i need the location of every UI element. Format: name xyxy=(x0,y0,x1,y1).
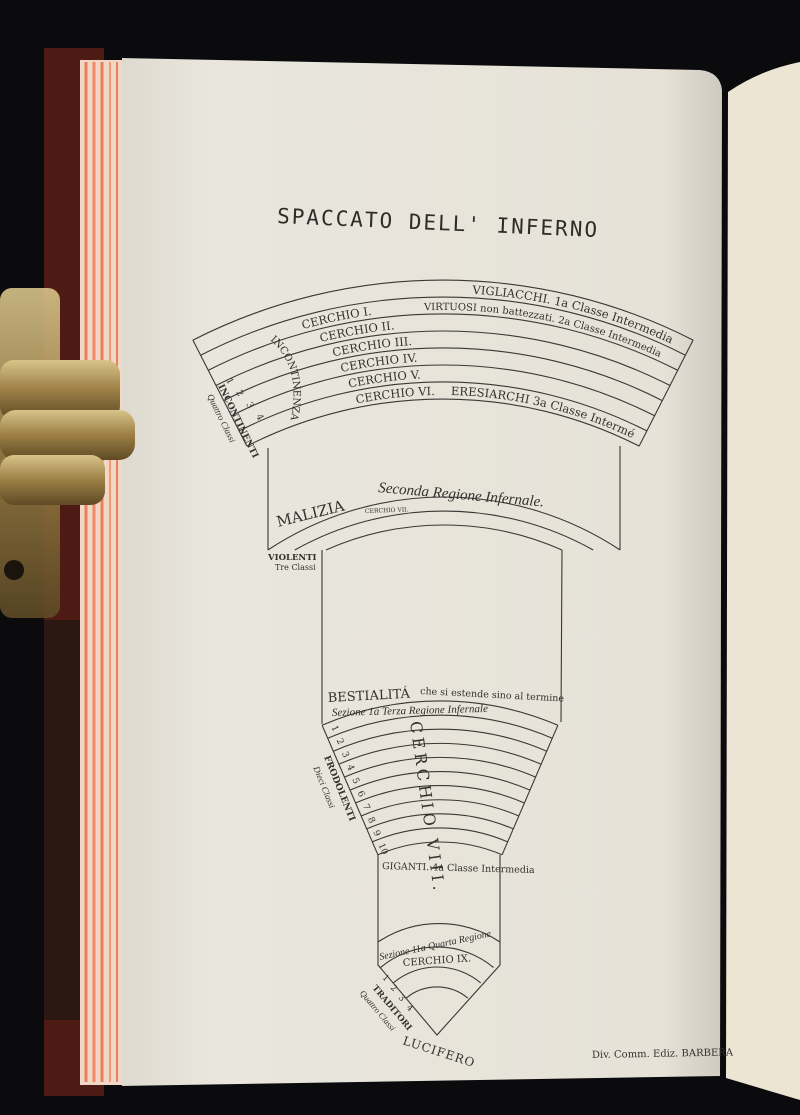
imprint: Div. Comm. Ediz. BARBERA xyxy=(592,1048,734,1061)
terza-regione-label: Sezione 1a Terza Regione Infernale xyxy=(332,703,488,719)
svg-text:1: 1 xyxy=(380,973,391,984)
circle-arc xyxy=(405,986,469,999)
circle-arc xyxy=(349,771,531,791)
facing-page xyxy=(726,62,800,1100)
circle-arc xyxy=(377,841,503,856)
circle-arc xyxy=(360,799,520,817)
ring-number: 2 xyxy=(334,737,345,746)
svg-text:2: 2 xyxy=(233,389,245,399)
upper-hell-fan xyxy=(192,279,694,447)
svg-text:4: 4 xyxy=(253,413,265,423)
ring-number: 4 xyxy=(344,763,356,773)
circle-arc xyxy=(338,742,542,765)
circle-arc xyxy=(366,813,514,830)
bestialita-label: BESTIALITÁ xyxy=(327,686,411,706)
circle-arc xyxy=(215,330,671,386)
ring-number: 10 xyxy=(376,842,390,857)
circle-arc xyxy=(355,785,525,804)
circle-arc xyxy=(327,714,553,739)
circle-arc xyxy=(333,728,547,752)
circle-arc xyxy=(267,496,621,551)
circle-arc xyxy=(238,381,648,432)
circle-arc xyxy=(321,700,559,726)
frodolenti-numbers: 1 2 3 4 5 6 7 8 9 10 xyxy=(328,724,389,857)
circle-arc xyxy=(325,524,563,551)
circle-arc xyxy=(380,946,494,969)
circle-arc xyxy=(192,279,694,341)
page xyxy=(122,58,722,1086)
ring-number: 7 xyxy=(360,803,372,813)
ring-number: 5 xyxy=(349,776,361,786)
traditori-numbers: 1 2 3 4 xyxy=(380,973,415,1014)
incontinenti-numbers: 1 2 3 4 xyxy=(223,377,265,423)
circle-arc xyxy=(372,827,508,843)
svg-text:3: 3 xyxy=(243,401,255,411)
svg-text:2: 2 xyxy=(388,983,399,994)
circle-arc xyxy=(344,756,536,778)
ring-number: 1 xyxy=(328,724,339,733)
cerchio-9: CERCHIO IX. xyxy=(402,953,471,969)
cerchio-7: CERCHIO VII. xyxy=(365,506,409,515)
page-edges xyxy=(80,60,124,1085)
ring-number: 8 xyxy=(365,816,377,826)
violenti-sub: Tre Classi xyxy=(275,563,316,572)
svg-text:1: 1 xyxy=(223,377,235,387)
ring-number: 6 xyxy=(355,790,367,800)
circle-arc xyxy=(208,313,678,371)
brass-clasp xyxy=(0,288,135,618)
svg-text:3: 3 xyxy=(396,993,407,1004)
violenti-label: VIOLENTI xyxy=(267,553,317,563)
malizia-section xyxy=(267,446,621,1036)
circle-arc xyxy=(294,510,594,551)
ring-number: 3 xyxy=(339,750,351,760)
circle-arc xyxy=(200,296,686,356)
svg-text:4: 4 xyxy=(404,1003,415,1014)
circle-arc xyxy=(223,347,663,402)
circle-arc xyxy=(392,966,482,984)
circle-arc xyxy=(231,364,655,417)
ring-number: 9 xyxy=(370,829,382,839)
giganti-label: GIGANTI. 4a Classe Intermedia xyxy=(382,861,535,876)
circle-arc xyxy=(246,398,640,447)
marbled-board xyxy=(44,620,84,1020)
